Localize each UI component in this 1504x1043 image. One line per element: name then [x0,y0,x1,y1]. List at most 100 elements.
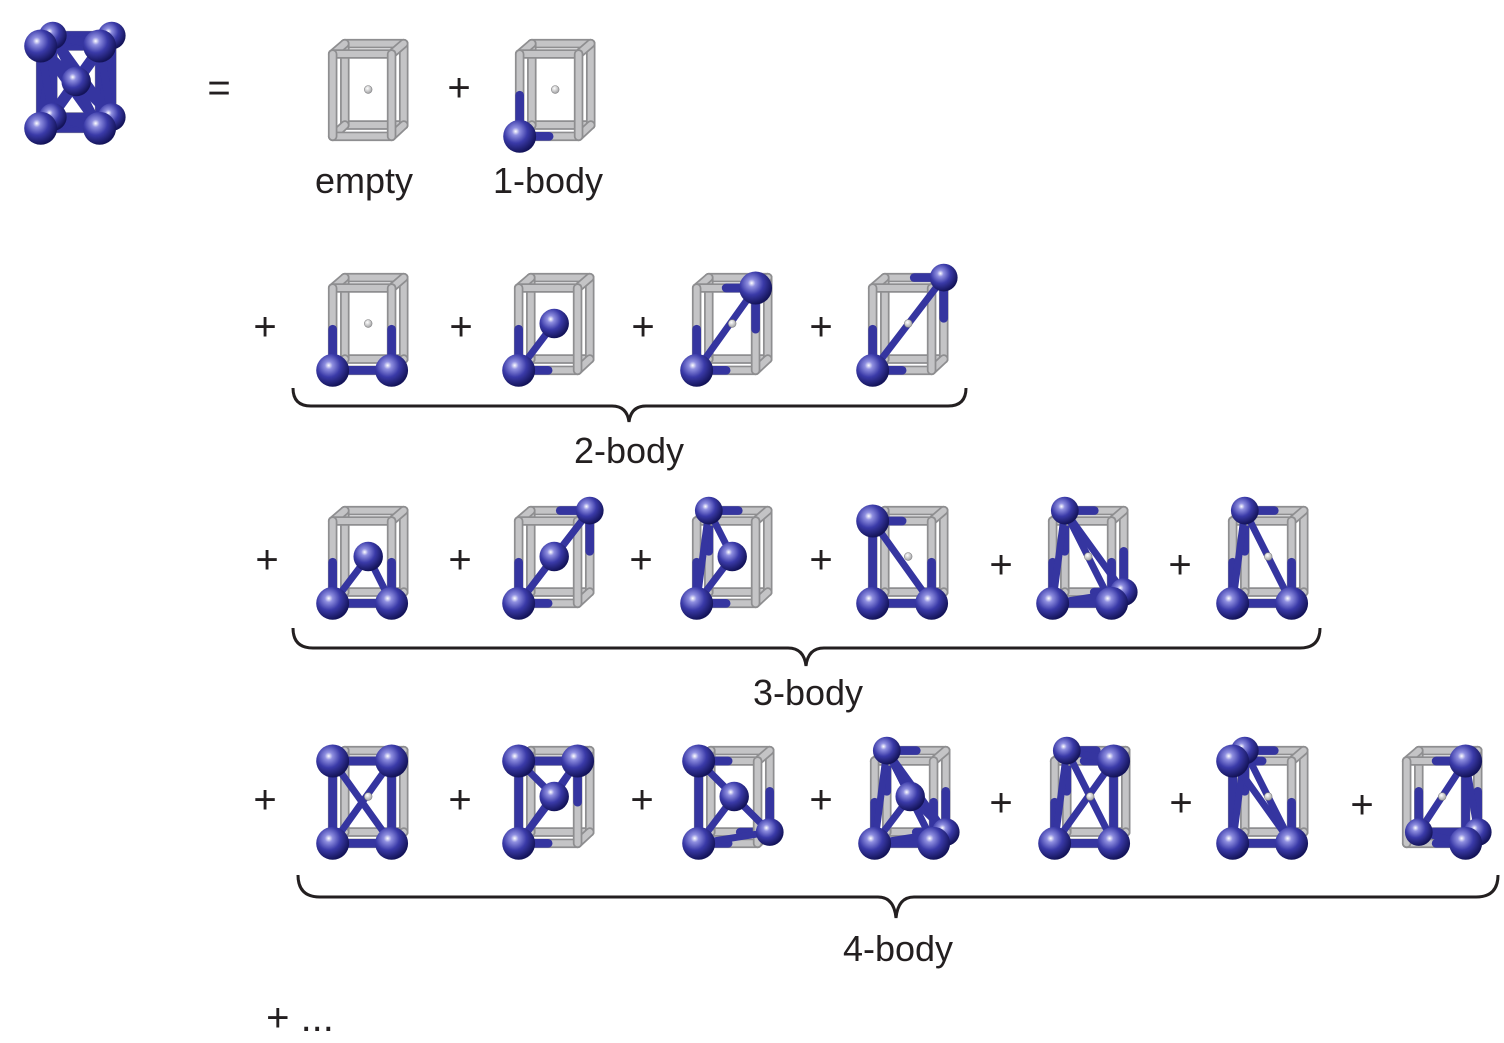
four-body-cluster-cube [1198,735,1328,865]
atom-front-top-right [739,271,773,305]
atom-front-bottom-right [1449,826,1483,860]
plus-sign: + [447,66,471,110]
cube-graphic [502,272,595,387]
four-body-cluster-cube [1372,735,1502,865]
atom-front-bottom-left [316,586,350,620]
atom-front-bottom-left [1216,586,1250,620]
vacant-center-site [551,85,560,94]
three-body-cluster-cube [1018,495,1148,625]
plus-sign: + [1350,783,1374,827]
plus-sign: + [631,305,655,349]
three-body-cluster-cube [662,495,792,625]
atom-front-bottom-right [915,586,949,620]
vacant-center-site [1264,792,1273,801]
atom-front-top-left [1216,744,1250,778]
cube-graphic [1216,736,1309,860]
vacant-center-site [1264,552,1273,561]
vacant-center-site [364,85,373,94]
two-body-cluster-cube [662,262,792,392]
plus-sign: + [630,778,654,822]
vacant-center-site [1086,792,1095,801]
three-body-cluster-cube [1198,495,1328,625]
empty-cluster-cube [298,28,428,158]
atom-front-bottom-left [316,353,350,387]
atom-front-bottom-left [1036,586,1070,620]
equals-sign: = [207,66,231,110]
atom-back-top-left [872,736,901,765]
atom-front-top-right [375,744,409,778]
atom-back-top-right [575,496,604,525]
atom-center [539,781,569,812]
cube-graphic [316,272,409,387]
atom-center [539,541,569,572]
cube-graphic [327,38,409,142]
plus-sign: + [809,305,833,349]
atom-front-bottom-left [316,826,350,860]
vacant-center-site [1438,792,1447,801]
cube-graphic [1036,496,1138,620]
bond-diagonal [869,517,936,607]
cube-graphic [680,271,773,387]
atom-front-bottom-left [682,826,716,860]
atom-center [353,541,383,572]
one-body-cluster-cube [485,28,615,158]
cube-graphic [1216,496,1309,620]
two-body-cluster-cube [838,262,968,392]
plus-sign: + [255,538,279,582]
cube-graphic [682,744,784,860]
plus-sign: + [1168,543,1192,587]
cube-graphic [502,744,595,860]
cube-graphic [1401,744,1492,860]
atom-front-bottom-right [1275,826,1309,860]
atom-back-top-left [694,496,723,525]
cube-graphic [503,38,596,153]
label-3-body: 3-body [752,672,864,713]
bond-diagonal [693,284,760,374]
atom-front-bottom-left [502,586,536,620]
two-body-cluster-cube [484,262,614,392]
brace-2-body [291,387,968,423]
cube-graphic [1038,736,1131,860]
label-2-body: 2-body [573,430,685,471]
atom-front-top-right [83,29,117,63]
atom-front-bottom-left [856,353,890,387]
plus-sign: + [1169,781,1193,825]
atom-front-bottom-right [917,826,951,860]
plus-sign: + [448,538,472,582]
cube-graphic [856,504,949,620]
label-empty: empty [314,160,414,201]
cube-graphic [856,263,958,387]
atom-front-bottom-right [375,826,409,860]
atom-front-bottom-left [680,353,714,387]
full-cluster-cube [6,20,136,150]
bond-diagonal [1051,757,1118,847]
vacant-center-site [1084,552,1093,561]
atom-center [895,781,925,812]
atom-front-bottom-right [1097,826,1131,860]
atom-front-top-right [1449,744,1483,778]
atom-front-top-left [316,744,350,778]
atom-front-bottom-left [503,119,537,153]
cube-graphic [24,21,126,145]
label-4-body: 4-body [842,928,954,969]
cube-graphic [502,496,604,620]
atom-front-bottom-right [1275,586,1309,620]
atom-back-bottom-left [1404,818,1433,846]
three-body-cluster-cube [484,495,614,625]
atom-center [719,781,749,812]
plus-sign: + [629,538,653,582]
vacant-center-site [728,319,737,328]
four-body-cluster-cube [840,735,970,865]
brace-4-body [296,874,1500,919]
cube-graphic [858,736,960,860]
atom-front-bottom-left [680,586,714,620]
atom-back-top-right [929,263,958,292]
atom-front-bottom-left [1038,826,1072,860]
cube-graphic [316,744,409,860]
atom-front-top-left [682,744,716,778]
three-body-cluster-cube [838,495,968,625]
bond-diagonal [329,757,396,847]
cube-graphic [316,505,409,620]
